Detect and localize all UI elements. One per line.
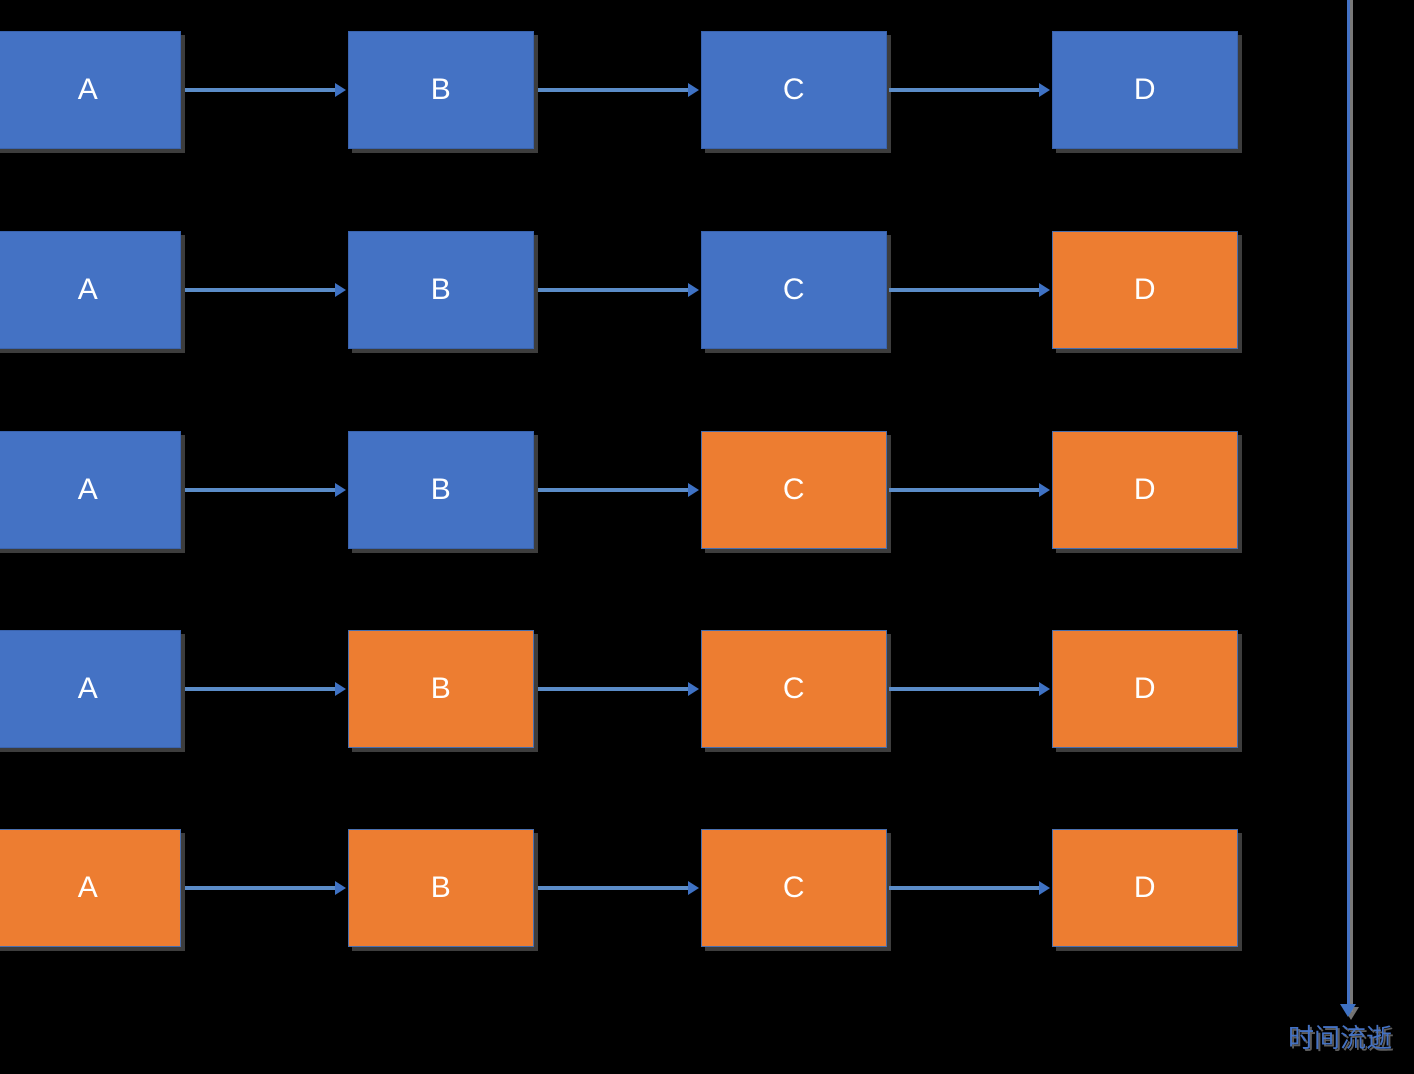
node-label: A: [77, 672, 99, 705]
node-row5-c[interactable]: C: [701, 829, 887, 947]
node-label: D: [1133, 871, 1157, 904]
arrowhead-icon: [1039, 483, 1050, 497]
node-row4-a[interactable]: A: [0, 630, 181, 748]
node-label: A: [77, 473, 99, 506]
arrowhead-icon: [1039, 881, 1050, 895]
connector-row2-a-b: [185, 283, 346, 297]
node-row5-b[interactable]: B: [348, 829, 534, 947]
timeline-axis: [1347, 0, 1350, 1012]
node-row2-b[interactable]: B: [348, 231, 534, 349]
connector-row3-c-d: [889, 483, 1050, 497]
arrowhead-icon: [1039, 682, 1050, 696]
node-label: C: [782, 871, 806, 904]
node-row3-b[interactable]: B: [348, 431, 534, 549]
node-label: B: [430, 871, 452, 904]
node-row2-c[interactable]: C: [701, 231, 887, 349]
node-row4-b[interactable]: B: [348, 630, 534, 748]
connector-row4-a-b: [185, 682, 346, 696]
node-label: C: [782, 273, 806, 306]
connector-row1-a-b: [185, 83, 346, 97]
arrowhead-icon: [335, 682, 346, 696]
connector-row4-c-d: [889, 682, 1050, 696]
connector-row3-b-c: [538, 483, 699, 497]
node-row1-d[interactable]: D: [1052, 31, 1238, 149]
arrowhead-icon: [688, 83, 699, 97]
arrowhead-icon: [688, 881, 699, 895]
node-label: B: [430, 273, 452, 306]
arrowhead-icon: [1039, 83, 1050, 97]
node-label: A: [77, 273, 99, 306]
node-label: B: [430, 672, 452, 705]
node-row2-d[interactable]: D: [1052, 231, 1238, 349]
node-label: A: [77, 871, 99, 904]
node-row3-c[interactable]: C: [701, 431, 887, 549]
arrowhead-icon: [335, 83, 346, 97]
timeline-label: 时间流逝: [1288, 1024, 1393, 1054]
node-row3-d[interactable]: D: [1052, 431, 1238, 549]
arrowhead-icon: [335, 283, 346, 297]
connector-row2-c-d: [889, 283, 1050, 297]
node-row4-d[interactable]: D: [1052, 630, 1238, 748]
arrowhead-icon: [688, 483, 699, 497]
node-label: C: [782, 73, 806, 106]
arrowhead-icon: [1039, 283, 1050, 297]
arrowhead-icon: [335, 483, 346, 497]
node-label: B: [430, 73, 452, 106]
node-label: D: [1133, 473, 1157, 506]
node-row3-a[interactable]: A: [0, 431, 181, 549]
node-row5-a[interactable]: A: [0, 829, 181, 947]
node-label: D: [1133, 273, 1157, 306]
connector-row2-b-c: [538, 283, 699, 297]
node-row1-b[interactable]: B: [348, 31, 534, 149]
node-label: C: [782, 473, 806, 506]
node-label: D: [1133, 672, 1157, 705]
node-row5-d[interactable]: D: [1052, 829, 1238, 947]
arrowhead-icon: [688, 682, 699, 696]
arrowhead-icon: [335, 881, 346, 895]
connector-row5-b-c: [538, 881, 699, 895]
node-label: D: [1133, 73, 1157, 106]
connector-row5-c-d: [889, 881, 1050, 895]
connector-row4-b-c: [538, 682, 699, 696]
node-row2-a[interactable]: A: [0, 231, 181, 349]
connector-row1-c-d: [889, 83, 1050, 97]
node-row1-c[interactable]: C: [701, 31, 887, 149]
connector-row1-b-c: [538, 83, 699, 97]
node-label: A: [77, 73, 99, 106]
connector-row3-a-b: [185, 483, 346, 497]
node-row4-c[interactable]: C: [701, 630, 887, 748]
node-label: C: [782, 672, 806, 705]
connector-row5-a-b: [185, 881, 346, 895]
arrowhead-icon: [688, 283, 699, 297]
node-label: B: [430, 473, 452, 506]
node-row1-a[interactable]: A: [0, 31, 181, 149]
timeline-arrowhead-icon: [1340, 1004, 1356, 1017]
